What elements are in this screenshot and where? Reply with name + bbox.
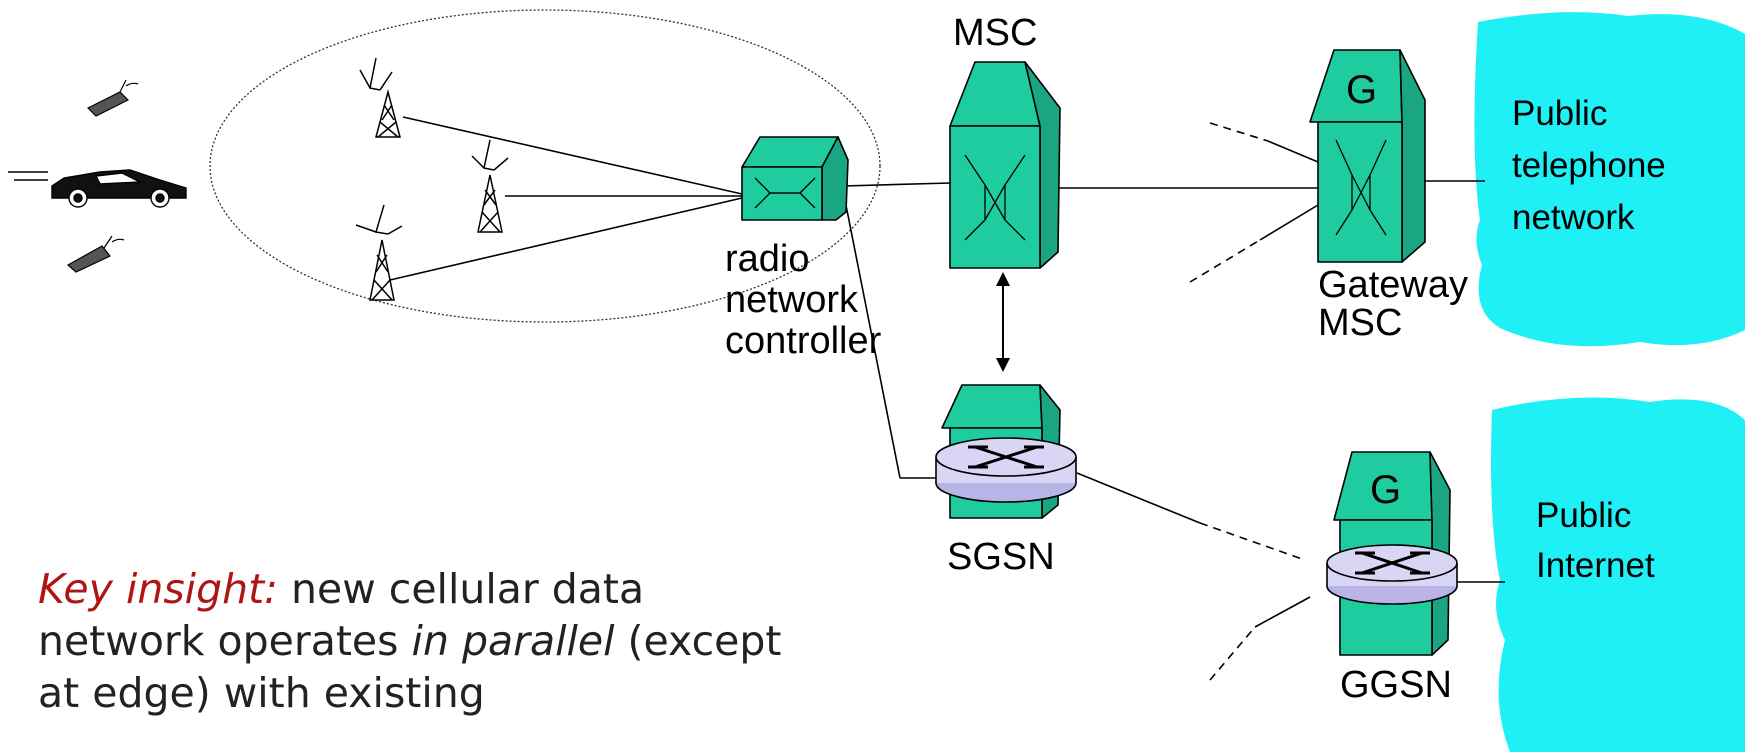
cell-phone-icon <box>66 235 125 273</box>
public-telephone-network-cloud <box>1474 12 1745 347</box>
rnc-label-line3: controller <box>725 320 882 362</box>
key-insight-text: Key insight: new cellular data network o… <box>38 563 798 719</box>
antenna-tower-icon <box>355 204 403 301</box>
key-insight-part1: new cellular data network operates <box>38 565 645 665</box>
gateway-msc-glyph: G <box>1346 68 1378 112</box>
msc-building <box>949 61 1061 269</box>
antenna-tower-icon <box>471 139 509 233</box>
ggsn-glyph: G <box>1370 468 1402 512</box>
ggsn-node <box>1326 451 1458 656</box>
ggsn-label: GGSN <box>1340 664 1452 706</box>
key-insight-emphasis: in parallel <box>411 617 615 665</box>
internet-cloud-label-line1: Public <box>1536 496 1632 535</box>
dashed-links <box>1189 122 1306 681</box>
telephone-cloud-label-line2: telephone <box>1512 146 1666 185</box>
telephone-cloud-label-line3: network <box>1512 198 1635 237</box>
gateway-msc-label-line2: MSC <box>1318 302 1403 344</box>
internet-cloud-label-line2: Internet <box>1536 546 1655 585</box>
car-icon <box>8 169 187 208</box>
msc-sgsn-arrow <box>996 272 1010 372</box>
public-internet-cloud <box>1491 397 1745 752</box>
cell-phone-icon <box>86 79 139 117</box>
radio-network-controller <box>741 136 849 221</box>
key-insight-label: Key insight: <box>38 565 278 613</box>
radio-access-area <box>209 9 881 323</box>
gateway-msc-label-line1: Gateway <box>1318 264 1468 306</box>
links <box>389 116 1505 628</box>
sgsn-label: SGSN <box>947 536 1055 578</box>
msc-label: MSC <box>953 12 1038 54</box>
gateway-msc-building <box>1309 49 1426 263</box>
antenna-tower-icon <box>359 57 401 138</box>
telephone-cloud-label-line1: Public <box>1512 94 1608 133</box>
key-insight-part2: (except at edge) with existing <box>38 617 782 717</box>
rnc-label-line2: network <box>725 279 859 321</box>
sgsn-node <box>935 384 1077 519</box>
rnc-label-line1: radio <box>725 238 810 280</box>
